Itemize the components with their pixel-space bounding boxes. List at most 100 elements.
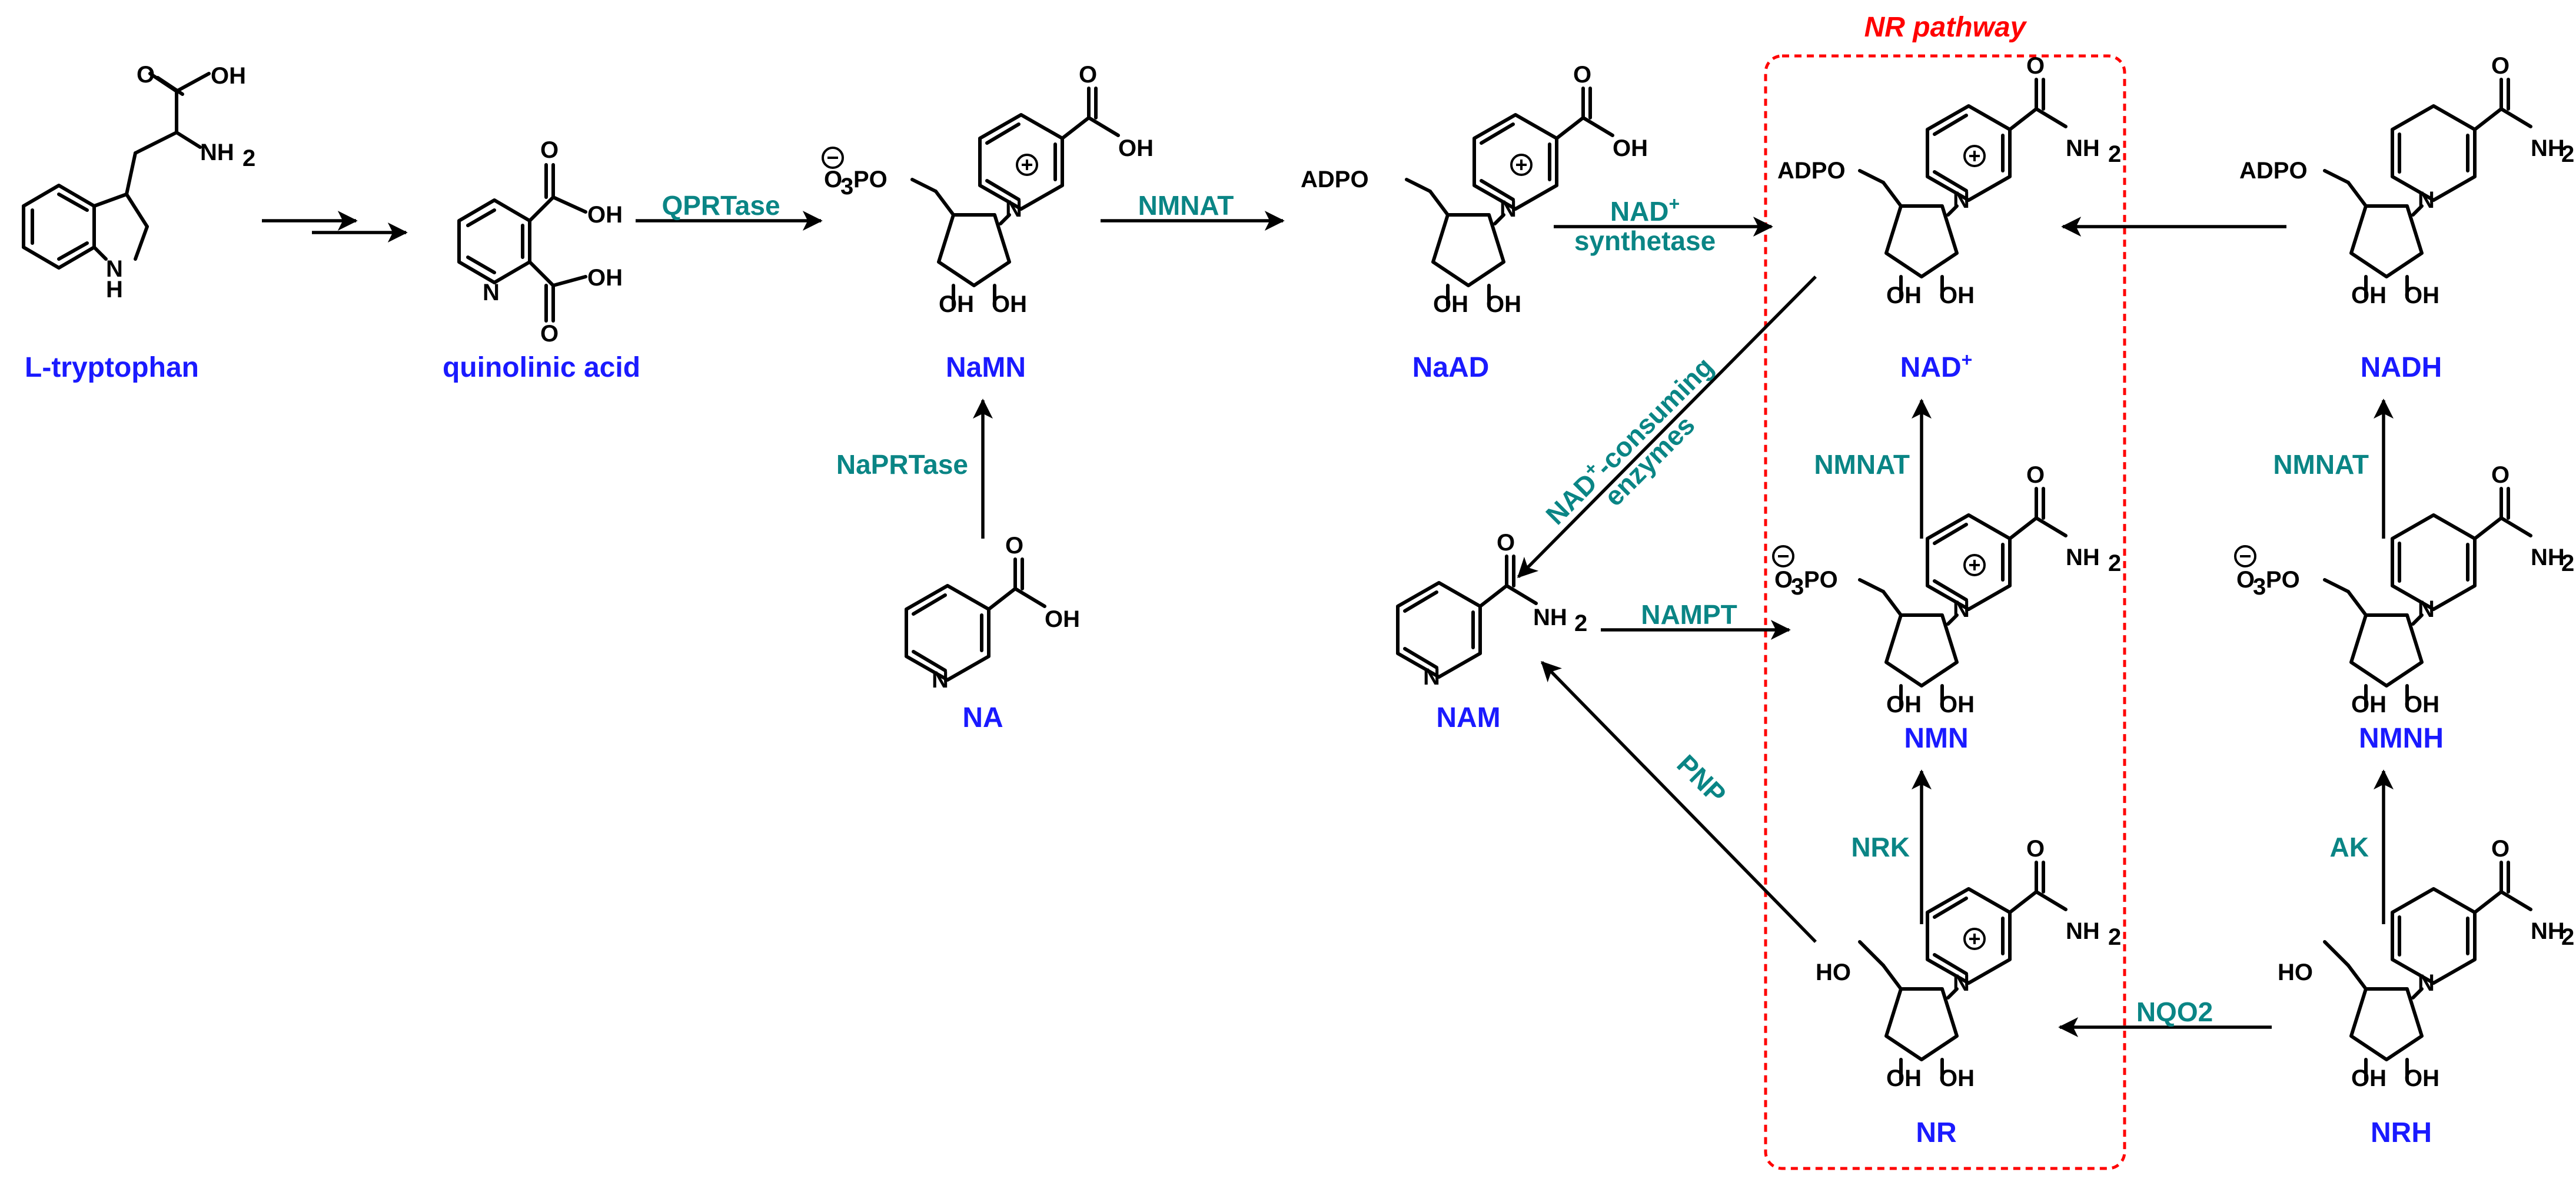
svg-text:N: N <box>1423 664 1440 690</box>
svg-text:NH: NH <box>2066 544 2100 570</box>
svg-text:O: O <box>1079 62 1097 88</box>
svg-text:OH: OH <box>1045 606 1080 632</box>
label-l-tryptophan: L-tryptophan <box>25 352 199 383</box>
label-nrh: NRH <box>2371 1117 2432 1148</box>
svg-text:OH: OH <box>2404 283 2439 308</box>
svg-text:OH: OH <box>1939 283 1975 308</box>
enzyme-pnp: PNP <box>1671 749 1732 810</box>
svg-text:OH: OH <box>2351 1065 2386 1091</box>
svg-text:H: H <box>106 277 123 303</box>
svg-text:2: 2 <box>242 145 255 171</box>
arrow-nr-to-nam <box>1541 660 1817 943</box>
enzyme-nad-synthetase-line2: synthetase <box>1574 225 1716 256</box>
svg-text:NH: NH <box>2531 918 2565 944</box>
label-nr: NR <box>1916 1117 1956 1148</box>
svg-text:ADPO: ADPO <box>1777 158 1846 184</box>
svg-text:2: 2 <box>2561 141 2574 167</box>
enzyme-nrk: NRK <box>1851 832 1910 862</box>
svg-text:NH: NH <box>200 140 234 165</box>
svg-text:2: 2 <box>2561 550 2574 576</box>
svg-text:2: 2 <box>2108 550 2121 576</box>
svg-text:PO: PO <box>853 167 888 192</box>
svg-text:N: N <box>106 256 123 282</box>
enzyme-nqo2: NQO2 <box>2136 997 2213 1027</box>
svg-text:2: 2 <box>2108 141 2121 167</box>
svg-text:PO: PO <box>1804 567 1838 593</box>
svg-text:O: O <box>2491 462 2509 488</box>
svg-text:OH: OH <box>1939 1065 1975 1091</box>
svg-text:O: O <box>2491 53 2509 79</box>
svg-text:NH: NH <box>2066 135 2100 161</box>
svg-text:O: O <box>1005 533 1023 559</box>
svg-text:OH: OH <box>2404 692 2439 718</box>
nam-structure: O NH 2 N <box>1398 530 1587 690</box>
svg-text:O: O <box>2026 53 2045 79</box>
enzyme-nad-consuming: NAD+-consuming enzymes <box>1540 351 1719 530</box>
svg-text:N: N <box>483 280 500 306</box>
svg-text:OH: OH <box>939 291 974 317</box>
svg-text:3: 3 <box>2253 574 2266 600</box>
nrh-structure: O NH 2 N HO OH OH <box>2278 836 2574 1091</box>
svg-text:O: O <box>137 62 155 88</box>
svg-text:OH: OH <box>2404 1065 2439 1091</box>
svg-text:OH: OH <box>1433 291 1468 317</box>
svg-text:OH: OH <box>1613 135 1648 161</box>
label-namn: NaMN <box>946 352 1026 383</box>
naad-structure: O OH N ADPO OH OH <box>1301 62 1648 317</box>
svg-text:2: 2 <box>2108 924 2121 950</box>
nr-pathway-box <box>1764 54 2126 1170</box>
svg-text:OH: OH <box>2351 283 2386 308</box>
enzyme-nmnat-1: NMNAT <box>1138 190 1234 221</box>
svg-text:O: O <box>2236 567 2255 593</box>
svg-text:3: 3 <box>1791 574 1804 600</box>
enzyme-nmnat-2: NMNAT <box>1814 449 1910 480</box>
arrow-nad-to-nam <box>1517 275 1817 579</box>
enzyme-nmnat-3: NMNAT <box>2273 449 2369 480</box>
label-nadh: NADH <box>2361 352 2442 383</box>
svg-text:OH: OH <box>211 63 246 89</box>
svg-text:OH: OH <box>1486 291 1521 317</box>
svg-text:O: O <box>540 321 559 347</box>
label-na: NA <box>962 702 1003 733</box>
svg-text:2: 2 <box>1574 610 1587 636</box>
enzyme-ak: AK <box>2330 832 2369 862</box>
svg-text:O: O <box>540 137 559 163</box>
nmn-structure: O NH 2 N PO O 3 OH OH <box>1772 462 2121 718</box>
svg-text:ADPO: ADPO <box>2239 158 2308 184</box>
svg-text:OH: OH <box>1118 135 1154 161</box>
svg-text:O: O <box>1774 567 1793 593</box>
svg-text:OH: OH <box>587 265 623 291</box>
svg-text:NH: NH <box>2531 544 2565 570</box>
nr-pathway-title: NR pathway <box>1864 12 2027 43</box>
enzyme-nampt: NAMPT <box>1641 599 1737 630</box>
svg-text:O: O <box>2026 462 2045 488</box>
svg-text:O: O <box>2026 836 2045 862</box>
svg-text:NH: NH <box>1533 605 1567 630</box>
svg-text:O: O <box>824 167 842 192</box>
svg-text:3: 3 <box>840 174 853 200</box>
svg-text:NH: NH <box>2531 135 2565 161</box>
nr-structure: O NH 2 N HO OH OH <box>1816 836 2121 1091</box>
svg-text:2: 2 <box>2561 924 2574 950</box>
nadh-structure: O NH 2 N ADPO OH OH <box>2239 53 2574 308</box>
enzyme-naprtase: NaPRTase <box>836 449 968 480</box>
svg-text:OH: OH <box>1886 283 1922 308</box>
svg-text:O: O <box>1573 62 1591 88</box>
enzyme-nad-synthetase-line1: NAD+ <box>1610 193 1680 227</box>
na-structure: O OH N <box>906 533 1080 693</box>
svg-text:OH: OH <box>1886 692 1922 718</box>
svg-text:PO: PO <box>2266 567 2300 593</box>
svg-text:OH: OH <box>992 291 1027 317</box>
svg-text:N: N <box>932 667 949 693</box>
svg-text:HO: HO <box>2278 959 2313 985</box>
svg-text:OH: OH <box>1939 692 1975 718</box>
label-nmn: NMN <box>1904 723 1968 754</box>
quinolinic-acid-structure: O OH OH O N <box>457 137 623 347</box>
svg-text:ADPO: ADPO <box>1301 167 1369 192</box>
svg-text:O: O <box>2491 836 2509 862</box>
svg-text:OH: OH <box>587 202 623 228</box>
svg-text:O: O <box>1497 530 1515 556</box>
svg-text:OH: OH <box>1886 1065 1922 1091</box>
svg-text:HO: HO <box>1816 959 1851 985</box>
